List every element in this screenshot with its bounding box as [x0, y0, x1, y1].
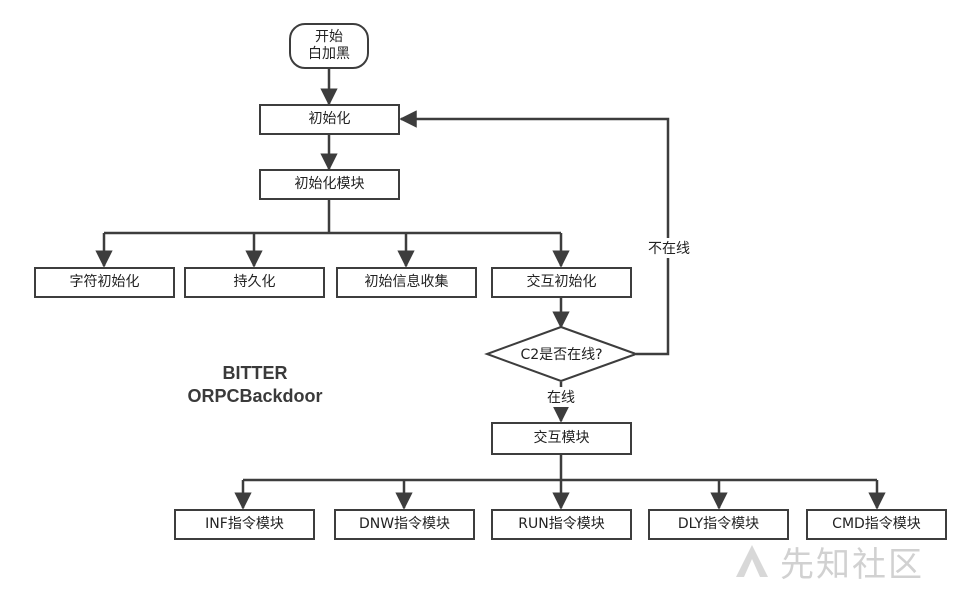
edge-offline-loop — [399, 110, 670, 356]
inf-command-label: INF指令模块 — [205, 516, 284, 533]
initial-info-label: 初始信息收集 — [364, 274, 449, 291]
offline-label: 不在线 — [646, 238, 692, 258]
interaction-module-node: 交互模块 — [491, 422, 632, 455]
initial-info-node: 初始信息收集 — [336, 267, 477, 298]
dly-command-node: DLY指令模块 — [648, 509, 789, 540]
string-init-node: 字符初始化 — [34, 267, 175, 298]
decision-label: C2是否在线? — [520, 347, 603, 363]
interaction-init-label: 交互初始化 — [526, 274, 597, 291]
watermark-text: 先知社区 — [780, 544, 924, 585]
run-command-node: RUN指令模块 — [491, 509, 632, 540]
init-module-label: 初始化模块 — [294, 176, 365, 193]
interaction-init-node: 交互初始化 — [491, 267, 632, 298]
inf-command-node: INF指令模块 — [174, 509, 315, 540]
online-label: 在线 — [545, 387, 577, 407]
init-node: 初始化 — [259, 104, 400, 135]
persistence-node: 持久化 — [184, 267, 325, 298]
watermark: 先知社区 — [732, 538, 947, 585]
dnw-command-node: DNW指令模块 — [334, 509, 475, 540]
dnw-command-label: DNW指令模块 — [358, 516, 451, 533]
cmd-command-node: CMD指令模块 — [806, 509, 947, 540]
start-label-line1: 开始 — [315, 29, 343, 46]
persistence-label: 持久化 — [233, 274, 276, 291]
cmd-command-label: CMD指令模块 — [832, 516, 921, 533]
string-init-label: 字符初始化 — [69, 274, 140, 291]
diagram-title: BITTER ORPCBackdoor — [170, 362, 340, 407]
interaction-module-label: 交互模块 — [533, 430, 590, 447]
decision-diamond — [484, 325, 639, 383]
dly-command-label: DLY指令模块 — [677, 516, 760, 533]
init-module-node: 初始化模块 — [259, 169, 400, 200]
xianzhi-logo-icon — [736, 545, 768, 577]
start-label-line2: 白加黑 — [308, 46, 350, 62]
title-line2: ORPCBackdoor — [187, 385, 323, 406]
start-node: 开始 白加黑 — [289, 23, 369, 69]
init-label: 初始化 — [308, 111, 351, 128]
run-command-label: RUN指令模块 — [518, 516, 605, 533]
title-line1: BITTER — [222, 363, 288, 383]
